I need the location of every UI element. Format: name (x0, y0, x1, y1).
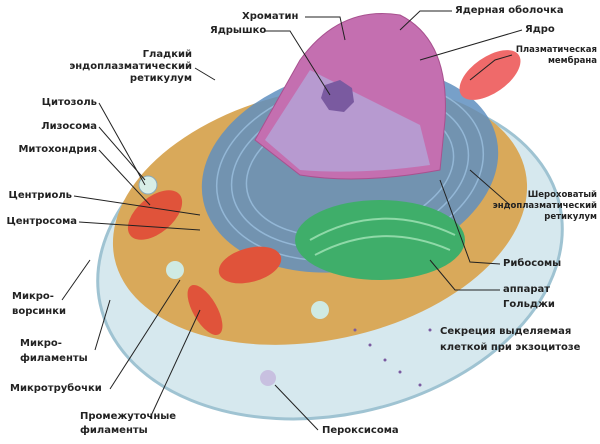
label-line: Шероховатый (527, 190, 597, 200)
label-microfilaments: Микро-филаменты (20, 336, 88, 366)
label-lysosome: Лизосома (41, 121, 97, 132)
label-line: филаменты (20, 353, 88, 364)
label-intermediate-filaments: Промежуточные филаменты (80, 410, 176, 438)
label-line: Гладкий (142, 49, 192, 60)
label-chromatin: Хроматин (242, 11, 299, 22)
label-line: клеткой при экзоцитозе (440, 342, 581, 353)
label-nuclear-envelope: Ядерная оболочка (455, 5, 564, 16)
lysosome-shape (138, 175, 158, 195)
label-line: ретикулум (129, 73, 192, 84)
label-line: Секреция выделяемая (440, 326, 572, 337)
label-line: филаменты (80, 425, 148, 436)
vesicle-shape (311, 301, 329, 319)
label-nucleolus: Ядрышко (210, 25, 267, 36)
label-ribosomes: Рибосомы (503, 258, 562, 269)
secretion-dots (353, 328, 432, 387)
nucleolus-shape (321, 80, 354, 112)
label-line: аппарат (503, 284, 551, 295)
label-line: Гольджи (503, 299, 555, 310)
label-peroxisome: Пероксисома (322, 425, 399, 436)
label-microvilli: Микро-ворсинки (12, 289, 66, 319)
label-line: Микро- (20, 338, 62, 349)
label-secretion: Секреция выделяемая клеткой при экзоцитоз… (440, 324, 580, 356)
peroxisome-shape (260, 370, 276, 386)
mitochondrion-shape (459, 50, 521, 100)
mitochondrion-shape (187, 285, 223, 335)
label-microtubules: Микротрубочки (10, 383, 102, 394)
label-line: эндоплазматический (69, 61, 192, 72)
label-line: ворсинки (12, 306, 66, 317)
nucleoplasm-shape (265, 70, 430, 172)
label-centrosome: Центросома (6, 216, 77, 227)
golgi-shape (295, 200, 465, 280)
label-line: мембрана (547, 56, 597, 66)
label-nucleus: Ядро (525, 24, 555, 35)
label-line: Микро- (12, 291, 54, 302)
label-line: Плазматическая (515, 45, 597, 55)
vesicle-shape (166, 261, 184, 279)
label-cytosol: Цитозоль (41, 97, 97, 108)
label-mitochondrion: Митохондрия (18, 144, 97, 155)
label-centriole: Центриоль (8, 190, 72, 201)
mitochondrion-shape (218, 246, 282, 284)
mitochondrion-shape (127, 190, 183, 240)
label-line: Промежуточные (80, 411, 177, 422)
label-line: эндоплазматический (492, 201, 597, 211)
label-line: ретикулум (544, 212, 597, 222)
leader-lines (61, 10, 523, 431)
